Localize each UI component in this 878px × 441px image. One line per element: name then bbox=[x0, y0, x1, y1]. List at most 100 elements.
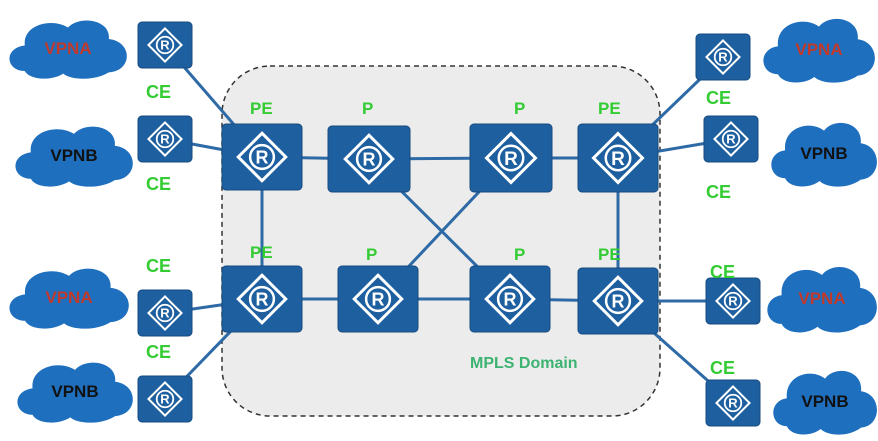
router-icon: R bbox=[705, 39, 741, 75]
router-ce4[interactable]: R bbox=[137, 375, 193, 423]
router-icon: R bbox=[713, 121, 749, 157]
routers-layer: R R R R R R R R R R R R R R R R bbox=[137, 21, 761, 427]
svg-text:R: R bbox=[718, 50, 728, 65]
router-body bbox=[221, 123, 303, 191]
svg-text:R: R bbox=[160, 132, 170, 147]
router-ce6[interactable]: R bbox=[703, 115, 759, 163]
cloud-label: VPNB bbox=[50, 146, 97, 165]
svg-text:R: R bbox=[612, 292, 625, 312]
router-ce3[interactable]: R bbox=[137, 289, 193, 337]
router-body bbox=[703, 115, 759, 163]
router-icon: R bbox=[147, 121, 183, 157]
role-label-ce1: CE bbox=[146, 82, 171, 102]
cloud-br1: VPNA bbox=[767, 267, 877, 333]
router-pe1[interactable]: R bbox=[221, 123, 303, 191]
router-p4[interactable]: R bbox=[469, 265, 551, 333]
router-body bbox=[577, 267, 659, 335]
cloud-label: VPNB bbox=[51, 382, 98, 401]
mpls-domain-label: MPLS Domain bbox=[470, 355, 578, 372]
role-label-ce2: CE bbox=[146, 174, 171, 194]
cloud-icon bbox=[771, 122, 877, 187]
cloud-tr1: VPNA bbox=[763, 18, 875, 83]
role-label-ce7: CE bbox=[710, 262, 735, 282]
cloud-icon bbox=[767, 267, 877, 333]
svg-text:R: R bbox=[372, 290, 385, 310]
router-icon: R bbox=[715, 283, 751, 319]
svg-text:R: R bbox=[728, 396, 738, 411]
router-pe3[interactable]: R bbox=[221, 265, 303, 333]
svg-text:R: R bbox=[504, 149, 518, 170]
router-body bbox=[327, 125, 411, 193]
role-label-p2: P bbox=[514, 99, 525, 118]
router-body bbox=[137, 289, 193, 337]
cloud-tl1: VPNA bbox=[9, 20, 127, 79]
cloud-br2: VPNB bbox=[773, 370, 877, 435]
svg-text:R: R bbox=[363, 150, 376, 170]
cloud-icon bbox=[17, 362, 133, 423]
router-p2[interactable]: R bbox=[469, 123, 553, 193]
cloud-icon bbox=[763, 18, 875, 83]
cloud-tl2: VPNB bbox=[15, 126, 133, 187]
router-body bbox=[137, 375, 193, 423]
router-ce7[interactable]: R bbox=[705, 277, 761, 325]
router-body bbox=[221, 265, 303, 333]
role-label-ce3: CE bbox=[146, 256, 171, 276]
router-icon: R bbox=[352, 273, 404, 325]
router-icon: R bbox=[147, 381, 183, 417]
cloud-label: VPNA bbox=[44, 39, 91, 58]
cloud-label: VPNB bbox=[800, 144, 847, 163]
mpls-domain-boundary bbox=[221, 65, 661, 417]
svg-text:R: R bbox=[160, 392, 170, 407]
router-icon: R bbox=[715, 385, 751, 421]
router-body bbox=[695, 33, 751, 81]
cloud-icon bbox=[9, 268, 129, 329]
svg-text:R: R bbox=[504, 290, 517, 310]
cloud-tr2: VPNB bbox=[771, 122, 877, 187]
router-icon: R bbox=[484, 273, 536, 325]
cloud-bl1: VPNA bbox=[9, 268, 129, 329]
role-label-ce8: CE bbox=[710, 358, 735, 378]
clouds-layer: VPNA VPNB VPNA VPNB VPNA VPNB VPNA VPNB bbox=[9, 18, 877, 435]
router-body bbox=[337, 265, 419, 333]
svg-text:R: R bbox=[256, 290, 269, 310]
role-label-p1: P bbox=[362, 99, 373, 118]
role-label-ce5: CE bbox=[706, 88, 731, 108]
router-ce1[interactable]: R bbox=[137, 21, 193, 69]
router-body bbox=[705, 277, 761, 325]
cloud-label: VPNA bbox=[45, 288, 92, 307]
router-body bbox=[577, 123, 659, 193]
svg-text:R: R bbox=[256, 148, 269, 168]
router-icon: R bbox=[592, 275, 644, 327]
router-p3[interactable]: R bbox=[337, 265, 419, 333]
role-label-p4: P bbox=[514, 245, 525, 264]
router-pe4[interactable]: R bbox=[577, 267, 659, 335]
router-body bbox=[137, 21, 193, 69]
router-ce5[interactable]: R bbox=[695, 33, 751, 81]
role-label-pe4: PE bbox=[598, 245, 621, 264]
cloud-label: VPNA bbox=[798, 289, 845, 308]
svg-text:R: R bbox=[160, 38, 170, 53]
svg-text:R: R bbox=[728, 294, 738, 309]
router-ce8[interactable]: R bbox=[705, 379, 761, 427]
router-icon: R bbox=[147, 27, 183, 63]
router-ce2[interactable]: R bbox=[137, 115, 193, 163]
cloud-icon bbox=[15, 126, 133, 187]
cloud-label: VPNA bbox=[795, 40, 842, 59]
router-body bbox=[705, 379, 761, 427]
router-body bbox=[137, 115, 193, 163]
svg-text:R: R bbox=[611, 149, 625, 170]
cloud-icon bbox=[9, 20, 127, 79]
router-pe2[interactable]: R bbox=[577, 123, 659, 193]
router-icon: R bbox=[591, 131, 645, 185]
router-icon: R bbox=[236, 273, 288, 325]
router-icon: R bbox=[343, 133, 395, 185]
role-label-pe3: PE bbox=[250, 243, 273, 262]
cloud-bl2: VPNB bbox=[17, 362, 133, 423]
cloud-icon bbox=[773, 370, 877, 435]
router-p1[interactable]: R bbox=[327, 125, 411, 193]
role-label-ce4: CE bbox=[146, 342, 171, 362]
svg-text:R: R bbox=[160, 306, 170, 321]
